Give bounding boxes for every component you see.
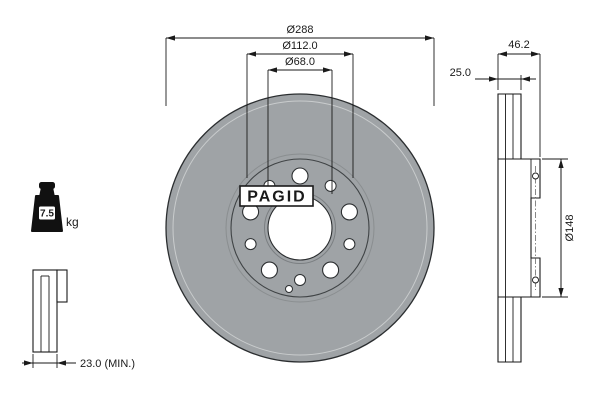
flange-hole-bottom bbox=[532, 276, 539, 284]
min-thickness-profile: 23.0 (MIN.) bbox=[22, 269, 135, 370]
section-view-dimensions: 46.2 25.0 Ø148 bbox=[450, 39, 576, 298]
dim-label-total-width: 46.2 bbox=[508, 39, 529, 51]
brand-logo: PAGID bbox=[239, 185, 314, 207]
set-screw-hole bbox=[285, 285, 293, 293]
brand-logo-text: PAGID bbox=[247, 189, 306, 206]
profile-outline bbox=[32, 269, 58, 353]
friction-inner-ring bbox=[225, 153, 375, 303]
disc-front-view bbox=[165, 93, 435, 363]
hat-edge-ring bbox=[230, 158, 370, 298]
dim-label-center-bore: Ø68.0 bbox=[285, 56, 315, 68]
secondary-holes bbox=[244, 179, 356, 286]
weight-unit: kg bbox=[66, 215, 79, 229]
dim-label-min-thickness: 23.0 (MIN.) bbox=[80, 358, 135, 370]
disc-section-view bbox=[497, 93, 541, 363]
front-view-dimensions: Ø288 Ø112.0 Ø68.0 bbox=[165, 24, 435, 194]
dim-label-outer-diameter: Ø288 bbox=[287, 24, 314, 36]
bolt-holes bbox=[242, 167, 358, 279]
weight-icon: 7.5 kg bbox=[31, 182, 79, 232]
weight-neck bbox=[39, 187, 55, 197]
dim-label-thickness: 25.0 bbox=[450, 67, 471, 79]
disc-chamfer-ring bbox=[172, 100, 428, 356]
dim-label-bolt-circle: Ø112.0 bbox=[282, 40, 317, 52]
profile-hat-step bbox=[56, 269, 68, 303]
flange-hole-top bbox=[532, 172, 539, 180]
weight-label-plate bbox=[38, 205, 56, 221]
section-outline bbox=[497, 93, 541, 363]
dim-label-hat-diameter: Ø148 bbox=[564, 215, 576, 242]
brand-logo-box bbox=[239, 185, 314, 207]
weight-value: 7.5 bbox=[40, 209, 54, 220]
